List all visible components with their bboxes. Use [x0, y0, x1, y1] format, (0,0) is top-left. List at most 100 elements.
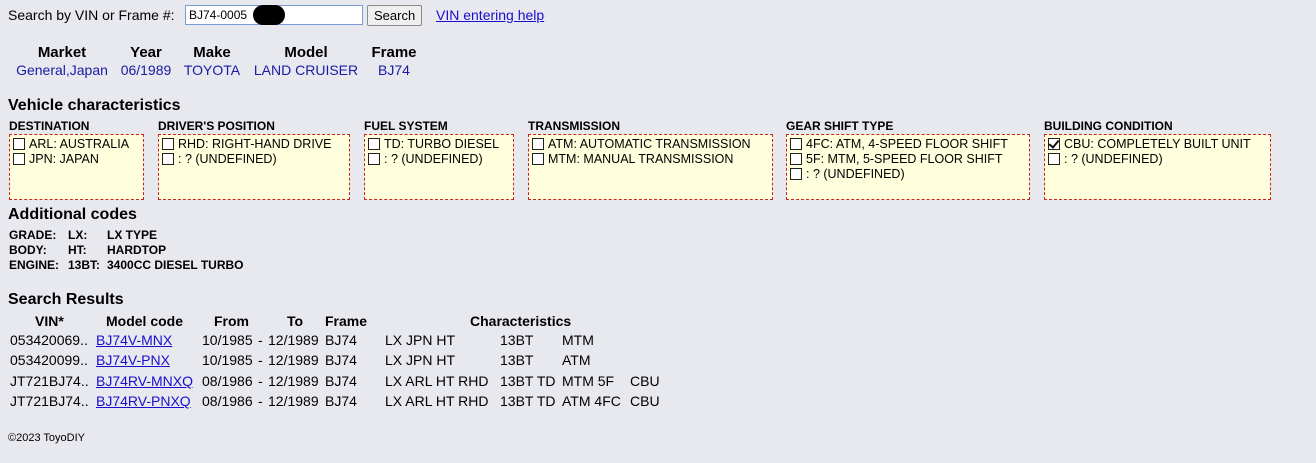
col-header-vin: VIN* [35, 313, 64, 329]
code-description: LX TYPE [107, 228, 158, 242]
checkbox-icon[interactable] [368, 137, 380, 150]
col-header-characteristics: Characteristics [470, 313, 572, 329]
checkbox-checked-icon[interactable] [1048, 137, 1060, 150]
model-code-link[interactable]: BJ74V-PNX [96, 352, 170, 368]
checkbox-icon[interactable] [13, 137, 25, 150]
destination-box: ARL: AUSTRALIA JPN: JAPAN [9, 134, 144, 200]
checkbox-icon[interactable] [790, 167, 802, 180]
col-header-frame: Frame [325, 313, 368, 329]
destination-title: DESTINATION [9, 119, 90, 133]
date-separator: - [258, 373, 263, 389]
from-cell: 08/1986 [202, 393, 253, 409]
additional-codes-heading: Additional codes [8, 206, 137, 223]
summary-market: General,Japan [16, 62, 108, 78]
transmission-title: TRANSMISSION [528, 119, 621, 133]
summary-frame: BJ74 [378, 62, 410, 78]
characteristic-cell: LX ARL HT RHD [385, 393, 489, 409]
summary-year: 06/1989 [120, 62, 172, 78]
destination-option[interactable]: ARL: AUSTRALIA [13, 136, 140, 151]
characteristic-cell: MTM 5F [562, 373, 615, 389]
summary-header-market: Market [37, 44, 87, 61]
code-description: 3400CC DIESEL TURBO [107, 258, 244, 272]
summary-header-make: Make [193, 44, 231, 61]
fuel-system-box: TD: TURBO DIESEL : ? (UNDEFINED) [364, 134, 514, 200]
search-label: Search by VIN or Frame #: [8, 7, 175, 23]
transmission-option[interactable]: ATM: AUTOMATIC TRANSMISSION [532, 136, 769, 151]
search-button[interactable]: Search [367, 5, 423, 26]
destination-option[interactable]: JPN: JAPAN [13, 151, 140, 166]
table-row: JT721BJ74.. BJ74RV-MNXQ 08/1986 - 12/198… [0, 373, 700, 393]
characteristic-cell: LX JPN HT [385, 352, 456, 368]
checkbox-icon[interactable] [790, 152, 802, 165]
characteristic-cell: MTM [562, 332, 594, 348]
transmission-box: ATM: AUTOMATIC TRANSMISSION MTM: MANUAL … [528, 134, 773, 200]
summary-header-frame: Frame [371, 44, 417, 61]
summary-make: TOYOTA [183, 62, 241, 78]
fuel-system-title: FUEL SYSTEM [364, 119, 448, 133]
checkbox-icon[interactable] [1048, 152, 1060, 165]
drivers-position-option[interactable]: RHD: RIGHT-HAND DRIVE [162, 136, 346, 151]
code-value: HT: [68, 243, 87, 257]
col-header-from: From [214, 313, 249, 329]
characteristic-cell: LX ARL HT RHD [385, 373, 489, 389]
fuel-system-option[interactable]: : ? (UNDEFINED) [368, 151, 510, 166]
transmission-option[interactable]: MTM: MANUAL TRANSMISSION [532, 151, 769, 166]
checkbox-icon[interactable] [162, 152, 174, 165]
characteristic-cell: ATM 4FC [562, 393, 621, 409]
table-row: 053420099.. BJ74V-PNX 10/1985 - 12/1989 … [0, 352, 700, 372]
vin-cell: JT721BJ74.. [10, 393, 89, 409]
table-row: JT721BJ74.. BJ74RV-PNXQ 08/1986 - 12/198… [0, 393, 700, 413]
vehicle-characteristics-heading: Vehicle characteristics [8, 97, 181, 114]
characteristic-cell: ATM [562, 352, 591, 368]
vin-cell: 053420099.. [10, 352, 88, 368]
to-cell: 12/1989 [268, 332, 319, 348]
model-code-link[interactable]: BJ74RV-MNXQ [96, 373, 193, 389]
characteristic-cell: 13BT TD [500, 373, 556, 389]
from-cell: 08/1986 [202, 373, 253, 389]
checkbox-icon[interactable] [532, 137, 544, 150]
summary-model: LAND CRUISER [253, 62, 359, 78]
drivers-position-option[interactable]: : ? (UNDEFINED) [162, 151, 346, 166]
building-condition-title: BUILDING CONDITION [1044, 119, 1173, 133]
from-cell: 10/1985 [202, 352, 253, 368]
vin-help-link[interactable]: VIN entering help [436, 7, 545, 23]
building-condition-option[interactable]: : ? (UNDEFINED) [1048, 151, 1267, 166]
summary-header-year: Year [130, 44, 162, 61]
gear-shift-type-box: 4FC: ATM, 4-SPEED FLOOR SHIFT 5F: MTM, 5… [786, 134, 1030, 200]
checkbox-icon[interactable] [13, 152, 25, 165]
gear-shift-option[interactable]: 5F: MTM, 5-SPEED FLOOR SHIFT [790, 151, 1026, 166]
to-cell: 12/1989 [268, 352, 319, 368]
building-condition-box: CBU: COMPLETELY BUILT UNIT : ? (UNDEFINE… [1044, 134, 1271, 200]
checkbox-icon[interactable] [790, 137, 802, 150]
frame-cell: BJ74 [325, 352, 357, 368]
checkbox-icon[interactable] [532, 152, 544, 165]
gear-shift-type-title: GEAR SHIFT TYPE [786, 119, 894, 133]
to-cell: 12/1989 [268, 373, 319, 389]
checkbox-icon[interactable] [162, 137, 174, 150]
vin-cell: 053420069.. [10, 332, 88, 348]
col-header-model-code: Model code [106, 313, 184, 329]
gear-shift-option[interactable]: 4FC: ATM, 4-SPEED FLOOR SHIFT [790, 136, 1026, 151]
model-code-link[interactable]: BJ74V-MNX [96, 332, 173, 348]
characteristic-cell: CBU [630, 393, 660, 409]
summary-header-model: Model [284, 44, 328, 61]
code-name: BODY: [9, 243, 47, 257]
search-results-heading: Search Results [8, 291, 124, 308]
fuel-system-option[interactable]: TD: TURBO DIESEL [368, 136, 510, 151]
code-description: HARDTOP [107, 243, 167, 257]
gear-shift-option[interactable]: : ? (UNDEFINED) [790, 166, 1026, 181]
frame-cell: BJ74 [325, 332, 357, 348]
table-row: 053420069.. BJ74V-MNX 10/1985 - 12/1989 … [0, 332, 700, 352]
date-separator: - [258, 332, 263, 348]
drivers-position-box: RHD: RIGHT-HAND DRIVE : ? (UNDEFINED) [158, 134, 350, 200]
building-condition-option[interactable]: CBU: COMPLETELY BUILT UNIT [1048, 136, 1267, 151]
date-separator: - [258, 352, 263, 368]
copyright-footer: ©2023 ToyoDIY [8, 432, 86, 444]
model-code-link[interactable]: BJ74RV-PNXQ [96, 393, 191, 409]
characteristic-cell: LX JPN HT [385, 332, 456, 348]
to-cell: 12/1989 [268, 393, 319, 409]
characteristic-cell: CBU [630, 373, 660, 389]
characteristic-cell: 13BT TD [500, 393, 556, 409]
frame-cell: BJ74 [325, 393, 357, 409]
checkbox-icon[interactable] [368, 152, 380, 165]
